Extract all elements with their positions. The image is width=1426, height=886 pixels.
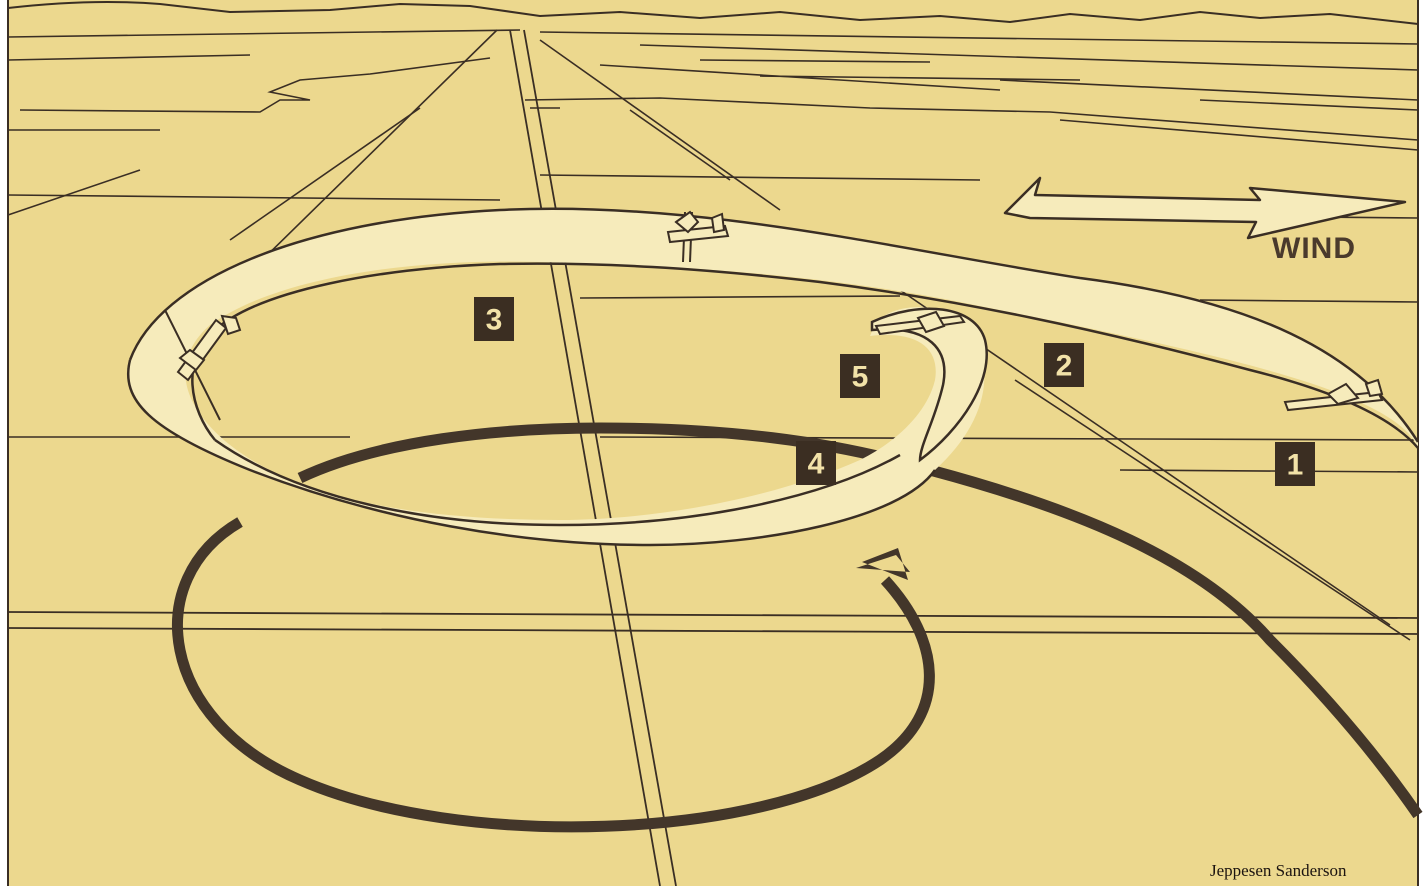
wind-label: WIND <box>1272 232 1356 265</box>
ground-track-tail <box>928 464 1423 819</box>
step-marker-5: 5 <box>840 354 880 398</box>
step-marker-1: 1 <box>1275 442 1315 486</box>
step-label-5: 5 <box>852 361 869 394</box>
step-label-1: 1 <box>1287 449 1304 482</box>
image-credit: Jeppesen Sanderson <box>1210 861 1347 880</box>
right-frame-border <box>1418 0 1426 886</box>
ground-track-lower-loop <box>172 517 935 833</box>
ground-track-arrow-icon <box>856 548 910 580</box>
airplane-icon <box>164 309 242 421</box>
step-marker-3: 3 <box>474 297 514 341</box>
cross-road <box>7 611 1419 635</box>
ribbon-lower-edge <box>214 438 901 527</box>
step-marker-2: 2 <box>1044 343 1084 387</box>
step-label-2: 2 <box>1056 350 1073 383</box>
step-label-4: 4 <box>808 448 825 481</box>
airplane-icon <box>874 310 966 336</box>
wind-arrow-icon <box>1003 176 1407 240</box>
airplane-icon <box>666 210 730 263</box>
ribbon-top-edge <box>128 207 1420 443</box>
airplane-icon <box>1283 378 1384 412</box>
left-frame-border <box>0 0 8 886</box>
horizon-mountains <box>7 0 1419 25</box>
ribbon-bottom-edge <box>127 359 937 547</box>
step-label-3: 3 <box>486 304 503 337</box>
step-marker-4: 4 <box>796 441 836 485</box>
central-road <box>509 29 677 886</box>
flight-path-ribbon <box>128 208 1419 545</box>
ribbon-fold-5 <box>870 307 988 463</box>
